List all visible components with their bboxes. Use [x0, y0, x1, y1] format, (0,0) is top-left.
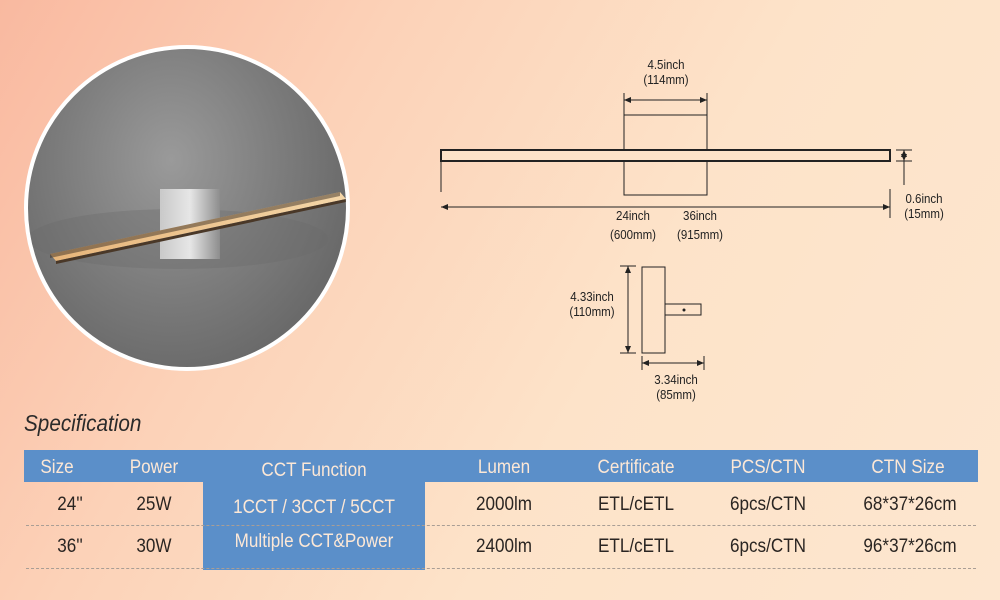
product-photo	[24, 45, 350, 371]
header-ctn-size: CTN Size	[871, 457, 945, 478]
row-pcs: 6pcs/CTN	[729, 536, 807, 557]
row-lumen: 2400lm	[475, 536, 533, 557]
cct-function-column	[203, 450, 425, 570]
specification-title: Specification	[24, 410, 142, 436]
light-bar	[440, 149, 891, 162]
bracket-side	[641, 266, 666, 354]
length-24-label: 24inch(600mm)	[609, 209, 656, 242]
row-ctn-size: 96*37*26cm	[863, 536, 957, 557]
row-size: 36''	[57, 536, 83, 557]
depth-label: 3.34inch(85mm)	[654, 373, 698, 402]
header-lumen: Lumen	[477, 457, 531, 478]
bracket-width-label: 4.5inch(114mm)	[643, 58, 689, 87]
cct-line-2: Multiple CCT&Power	[234, 531, 394, 552]
wall-lamp-illustration	[28, 189, 346, 269]
row-ctn-size: 68*37*26cm	[863, 494, 957, 515]
length-36-label: 36inch(915mm)	[676, 209, 723, 242]
row-power: 25W	[136, 494, 172, 515]
spec-table-header	[24, 450, 978, 482]
thickness-label: 0.6inch(15mm)	[904, 192, 944, 221]
row-divider	[26, 525, 976, 526]
row-power: 30W	[136, 536, 172, 557]
height-label: 4.33inch(110mm)	[569, 290, 615, 319]
row-certificate: ETL/cETL	[597, 494, 675, 515]
header-cct-function: CCT Function	[261, 460, 367, 481]
row-size: 24''	[57, 494, 83, 515]
cct-line-1: 1CCT / 3CCT / 5CCT	[233, 497, 395, 518]
row-pcs: 6pcs/CTN	[729, 494, 807, 515]
header-pcs-ctn: PCS/CTN	[730, 457, 806, 478]
row-lumen: 2000lm	[475, 494, 533, 515]
row-certificate: ETL/cETL	[597, 536, 675, 557]
header-certificate: Certificate	[597, 457, 675, 478]
header-power: Power	[129, 457, 179, 478]
header-size: Size	[40, 457, 74, 478]
row-divider	[26, 568, 976, 569]
